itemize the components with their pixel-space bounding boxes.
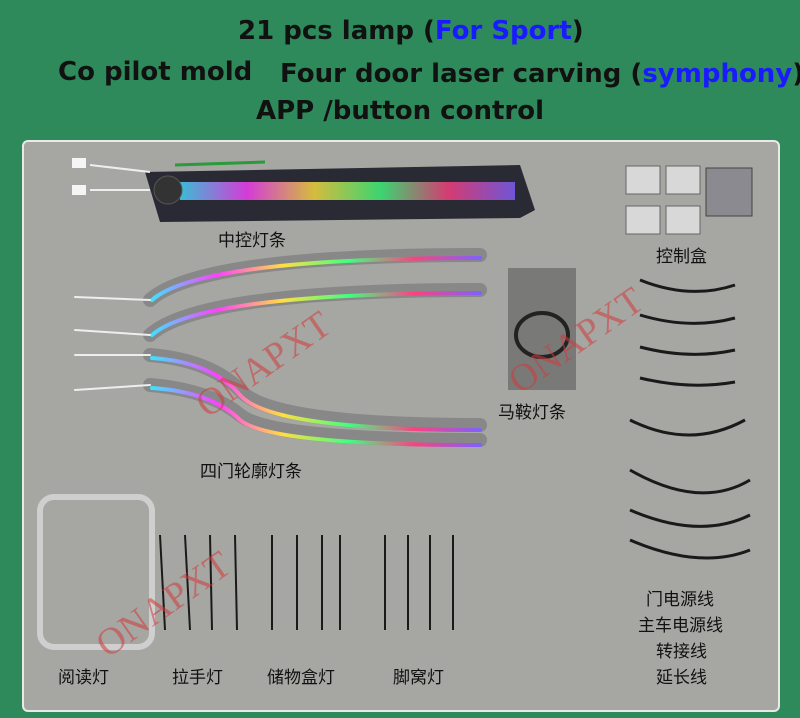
label-door-power: 门电源线	[646, 590, 714, 610]
label-extension: 延长线	[656, 668, 707, 688]
label-control-box: 控制盒	[656, 247, 707, 267]
label-main-power: 主车电源线	[638, 616, 723, 636]
header-title-end: )	[571, 16, 584, 46]
label-reading-light: 阅读灯	[58, 668, 109, 688]
control-boxes	[625, 165, 753, 235]
reading-light-frame	[37, 494, 155, 650]
watermark-3: ONAPXT	[88, 543, 238, 666]
header-symphony-highlight: symphony	[642, 59, 793, 89]
header-fourdoor-end: )	[792, 59, 800, 89]
label-adapter: 转接线	[656, 642, 707, 662]
label-dashboard-strip: 中控灯条	[218, 231, 286, 251]
header-line-3: APP /button control	[256, 96, 544, 126]
header-line-2-right: Four door laser carving (symphony)	[280, 59, 800, 89]
label-saddle-strip: 马鞍灯条	[498, 403, 566, 423]
label-handle-light: 拉手灯	[172, 668, 223, 688]
dashboard-strip	[72, 158, 535, 222]
header-line-1: 21 pcs lamp (For Sport)	[238, 16, 800, 46]
header-control-text: APP /button control	[256, 96, 544, 126]
label-door-outline: 四门轮廓灯条	[200, 462, 302, 482]
header-fourdoor-text: Four door laser carving (	[280, 59, 643, 89]
saddle-strip-bag	[508, 268, 576, 390]
connector-harnesses	[629, 278, 751, 560]
header-copilot-text: Co pilot mold	[58, 57, 253, 87]
door-outline-strips	[74, 248, 487, 447]
header-title-text: 21 pcs lamp (	[238, 16, 435, 46]
label-footwell-light: 脚窝灯	[393, 668, 444, 688]
label-storage-light: 储物盒灯	[267, 668, 335, 688]
header-title-highlight: For Sport	[434, 16, 572, 46]
header-line-2-left: Co pilot mold	[58, 57, 252, 87]
small-cable-groups	[159, 534, 454, 631]
